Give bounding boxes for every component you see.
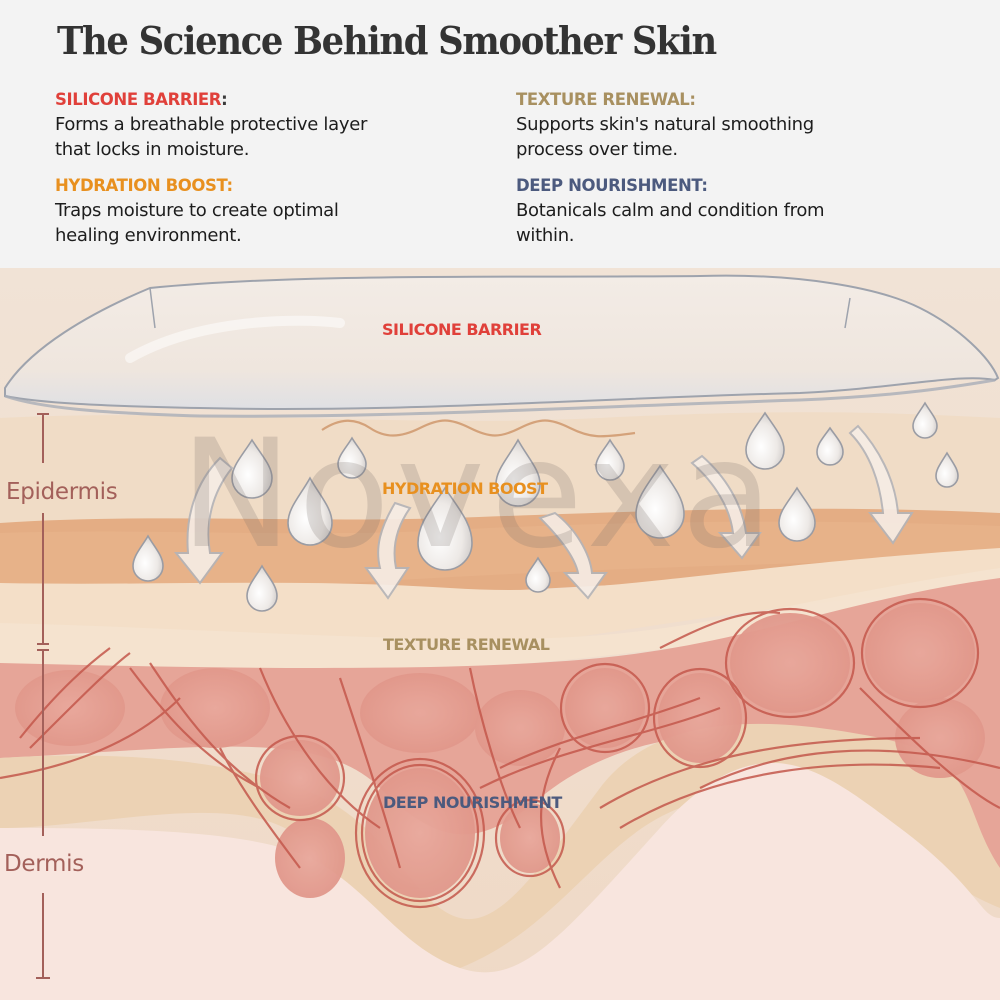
benefit-heading: SILICONE BARRIER: <box>55 90 475 110</box>
texture-wave <box>321 419 636 438</box>
benefit-description: Forms a breathable protective layer that… <box>55 112 475 162</box>
label-dermis: Dermis <box>4 851 84 877</box>
benefit-description-line: Botanicals calm and condition from <box>516 200 825 221</box>
skin-cross-section-graphic <box>0 268 1000 1000</box>
moisture-droplets <box>132 401 959 612</box>
benefit-heading-colon: : <box>689 90 696 109</box>
label-texture-renewal: TEXTURE RENEWAL <box>383 635 550 654</box>
benefit-heading-text: TEXTURE RENEWAL <box>516 90 690 109</box>
benefit-heading-colon: : <box>221 90 228 109</box>
benefit-heading-text: DEEP NOURISHMENT <box>516 176 702 195</box>
benefit-description: Botanicals calm and condition from withi… <box>516 198 936 248</box>
benefit-description-line: Forms a breathable protective layer <box>55 114 368 135</box>
layer-scale-bar <box>36 413 50 979</box>
benefit-heading-text: HYDRATION BOOST <box>55 176 227 195</box>
benefit-silicone-barrier: SILICONE BARRIER: Forms a breathable pro… <box>55 90 475 162</box>
benefit-deep-nourishment: DEEP NOURISHMENT: Botanicals calm and co… <box>516 176 936 248</box>
benefit-description-line: process over time. <box>516 139 678 160</box>
benefit-description-line: healing environment. <box>55 225 242 246</box>
label-deep-nourishment: DEEP NOURISHMENT <box>383 793 562 812</box>
silicone-barrier-shape <box>4 274 1000 410</box>
label-silicone-barrier: SILICONE BARRIER <box>382 320 542 339</box>
dermis-cells <box>15 603 985 898</box>
page-title: The Science Behind Smoother Skin <box>57 18 717 63</box>
benefit-texture-renewal: TEXTURE RENEWAL: Supports skin's natural… <box>516 90 936 162</box>
benefit-heading: HYDRATION BOOST: <box>55 176 475 196</box>
benefit-description-line: that locks in moisture. <box>55 139 250 160</box>
collagen-fibers <box>0 597 1000 909</box>
benefit-hydration-boost: HYDRATION BOOST: Traps moisture to creat… <box>55 176 475 248</box>
benefit-heading-colon: : <box>226 176 234 195</box>
benefit-heading: DEEP NOURISHMENT: <box>516 176 936 196</box>
header-section: The Science Behind Smoother Skin SILICON… <box>0 0 1000 268</box>
label-hydration-boost: HYDRATION BOOST <box>382 479 548 498</box>
benefit-heading: TEXTURE RENEWAL: <box>516 90 936 110</box>
brand-watermark: Novexa <box>180 408 780 582</box>
moisture-arrows <box>173 424 914 600</box>
benefit-description: Traps moisture to create optimal healing… <box>55 198 475 248</box>
benefit-heading-text: SILICONE BARRIER <box>55 90 222 109</box>
benefit-description-line: Traps moisture to create optimal <box>55 200 339 221</box>
skin-layers-illustration: Novexa SILICONE BARRIER HYDRATION BOOST … <box>0 268 1000 1000</box>
label-epidermis: Epidermis <box>6 479 118 505</box>
benefit-description-line: within. <box>516 225 575 246</box>
benefit-heading-colon: : <box>701 176 708 195</box>
benefit-description-line: Supports skin's natural smoothing <box>516 114 814 135</box>
benefit-description: Supports skin's natural smoothing proces… <box>516 112 936 162</box>
